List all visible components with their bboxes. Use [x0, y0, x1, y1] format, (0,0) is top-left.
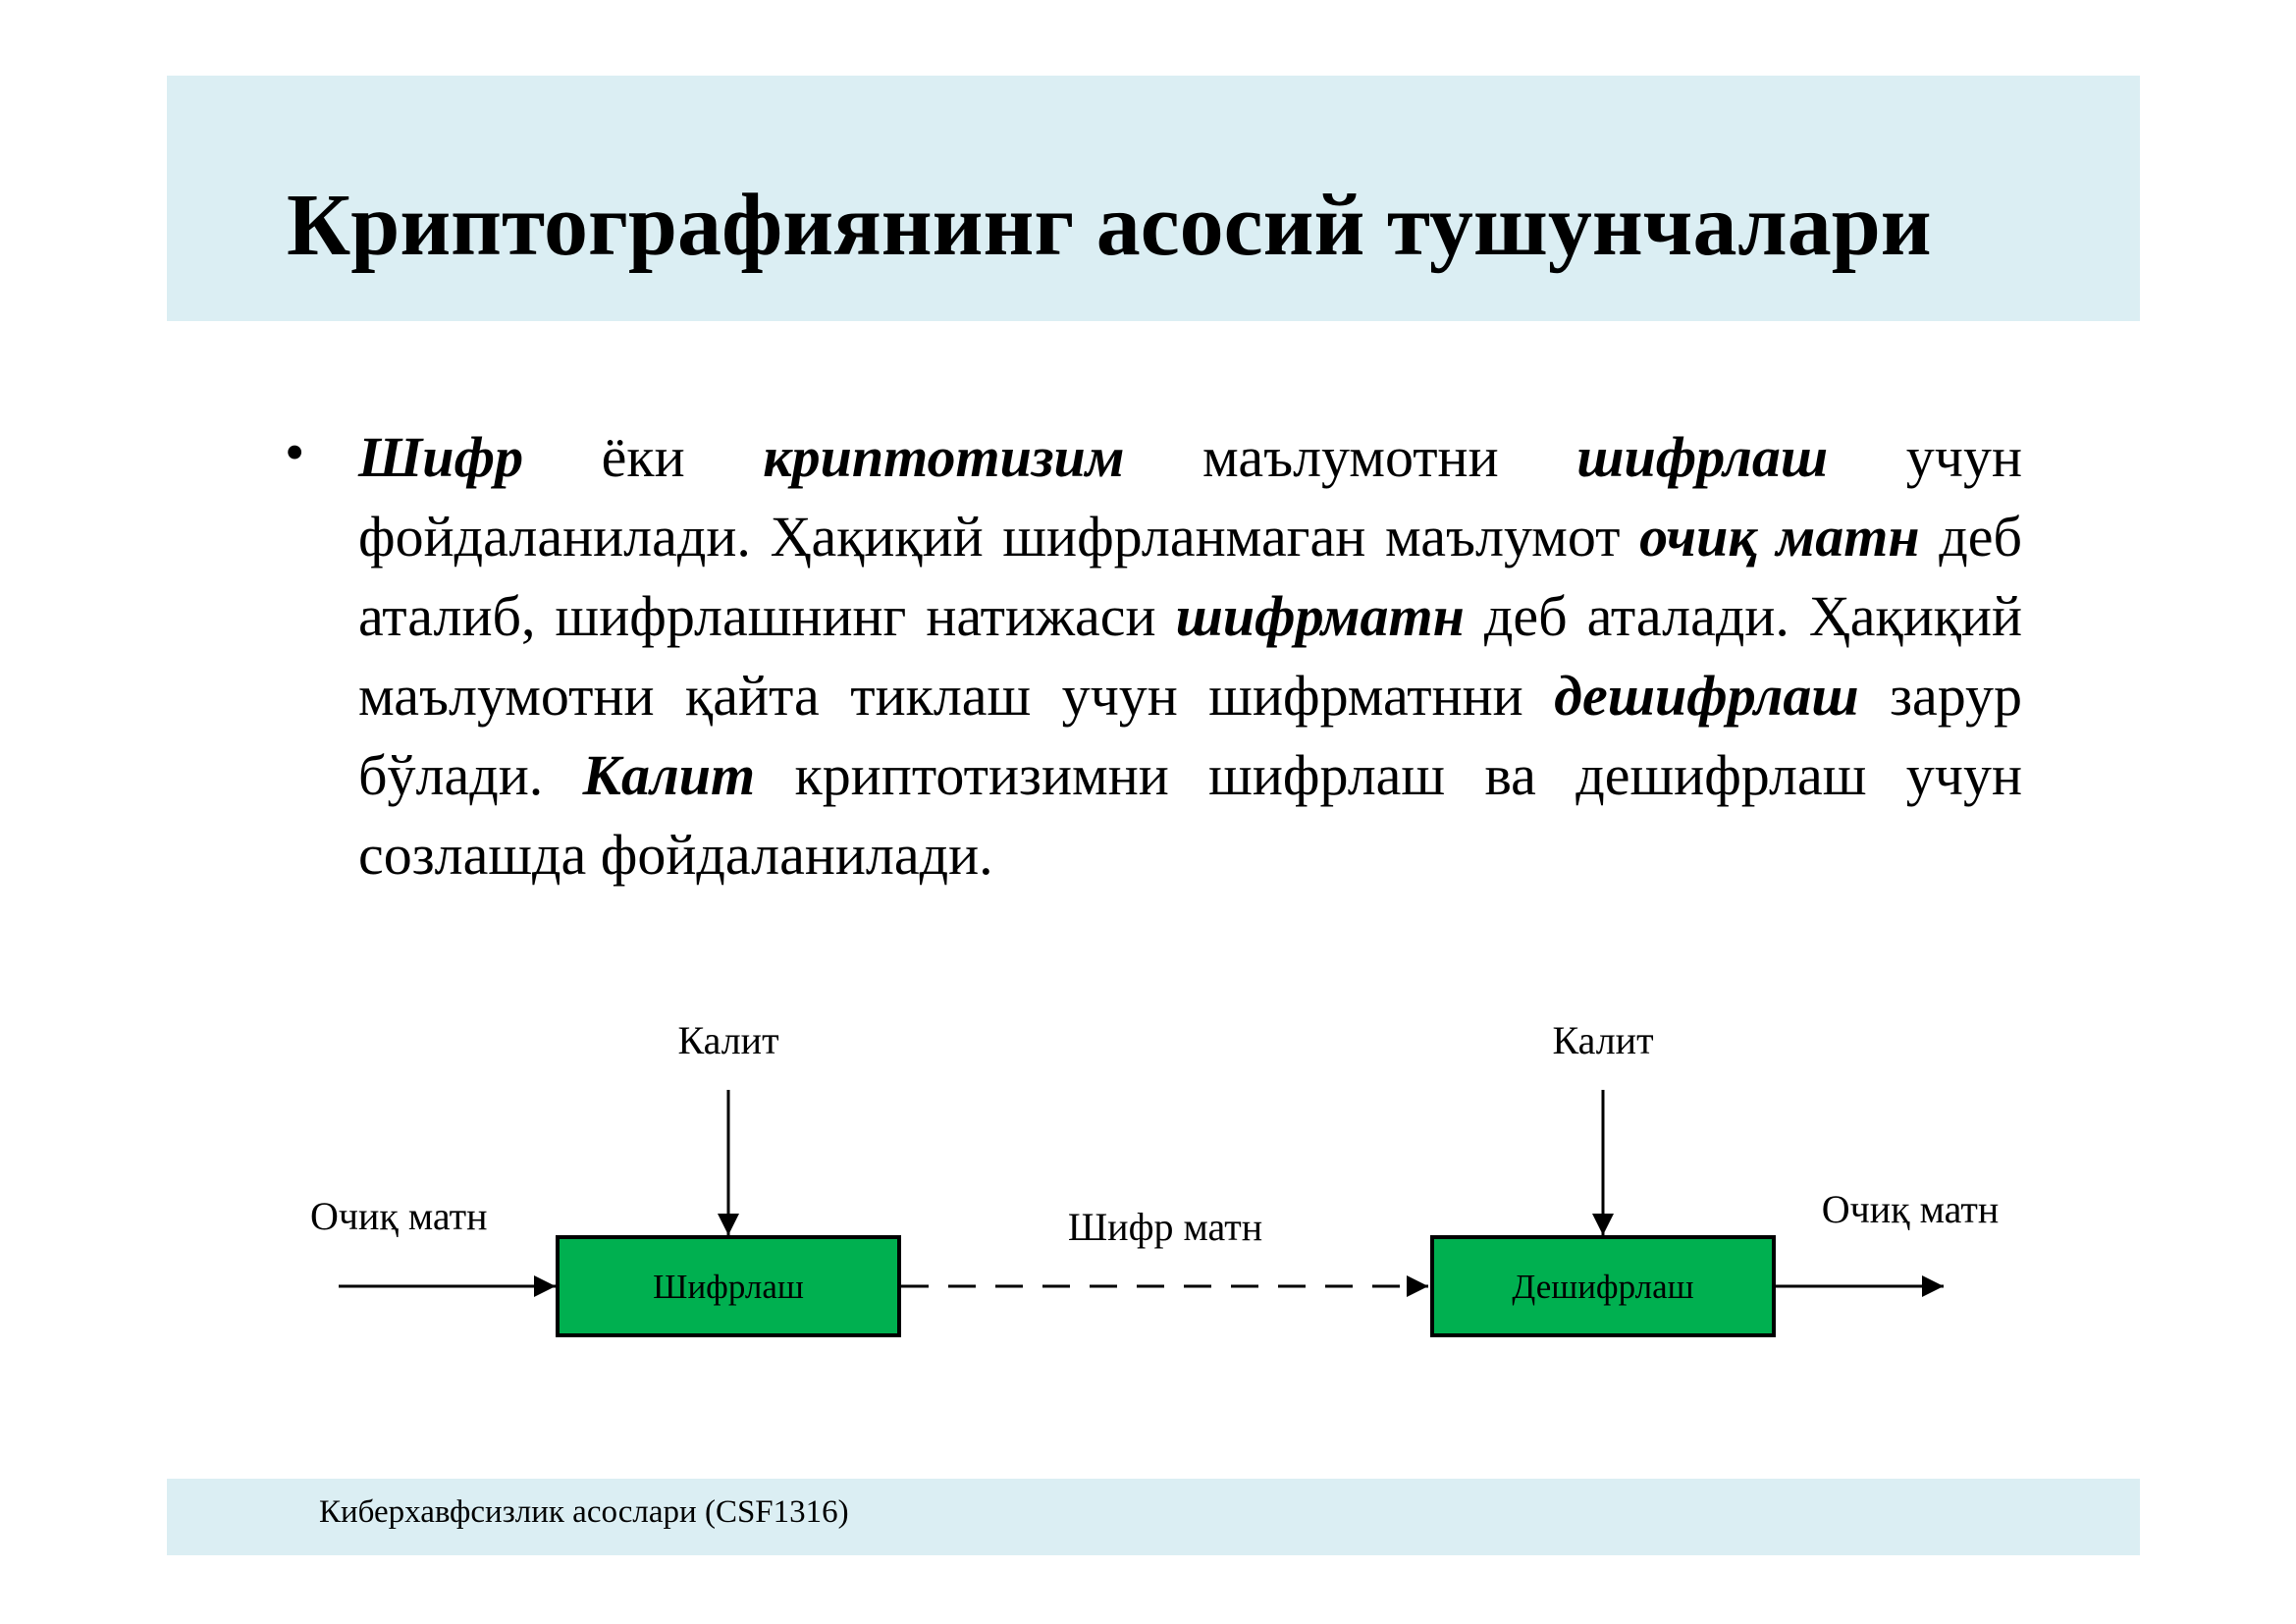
decrypt-box-label: Дешифрлаш: [1512, 1268, 1693, 1306]
key-label-right: Калит: [1552, 1018, 1653, 1062]
paragraph-text: криптотизимни шифрлаш ва дешифрлаш учун …: [358, 743, 2022, 887]
emphasized-term: Калит: [582, 743, 756, 807]
emphasized-term: Шифр: [358, 425, 524, 489]
paragraph-text: учун фойдаланилади. Ҳақиқий шифрланмаган…: [358, 425, 2022, 568]
channel-label: Шифр матн: [1068, 1205, 1262, 1249]
footer-band: Киберхавфсизлик асослари (CSF1316): [167, 1479, 2140, 1555]
key-label-left: Калит: [677, 1018, 778, 1062]
decrypt-box: [1430, 1235, 1776, 1337]
paragraph-text: ёки: [523, 425, 764, 489]
encrypt-box-label: Шифрлаш: [653, 1268, 804, 1306]
paragraph-text: маълумотни: [1124, 425, 1577, 489]
encrypt-box: [556, 1235, 901, 1337]
paragraph-text: деб аталади. Ҳақиқий маълумотни қайта ти…: [358, 584, 2023, 728]
title-band: Криптографиянинг асосий тушунчалари: [167, 76, 2140, 321]
bullet-paragraph: Шифр ёки криптотизим маълумотни шифрлаш …: [358, 417, 2022, 894]
emphasized-term: очиқ матн: [1639, 505, 1920, 568]
emphasized-term: дешифрлаш: [1554, 664, 1859, 728]
bullet-marker: •: [285, 420, 305, 484]
paragraph-text: деб аталиб, шифрлашнинг натижаси: [358, 505, 2022, 648]
paragraph-text: зарур бўлади.: [358, 664, 2023, 807]
footer-course-label: Киберхавфсизлик асослари (CSF1316): [319, 1494, 849, 1530]
slide-title: Криптографиянинг асосий тушунчалари: [287, 177, 1932, 274]
input-label: Очиқ матн: [310, 1194, 488, 1238]
emphasized-term: шифрматн: [1175, 584, 1465, 648]
emphasized-term: шифрлаш: [1576, 425, 1829, 489]
emphasized-term: криптотизим: [763, 425, 1125, 489]
output-label: Очиқ матн: [1822, 1187, 2000, 1231]
